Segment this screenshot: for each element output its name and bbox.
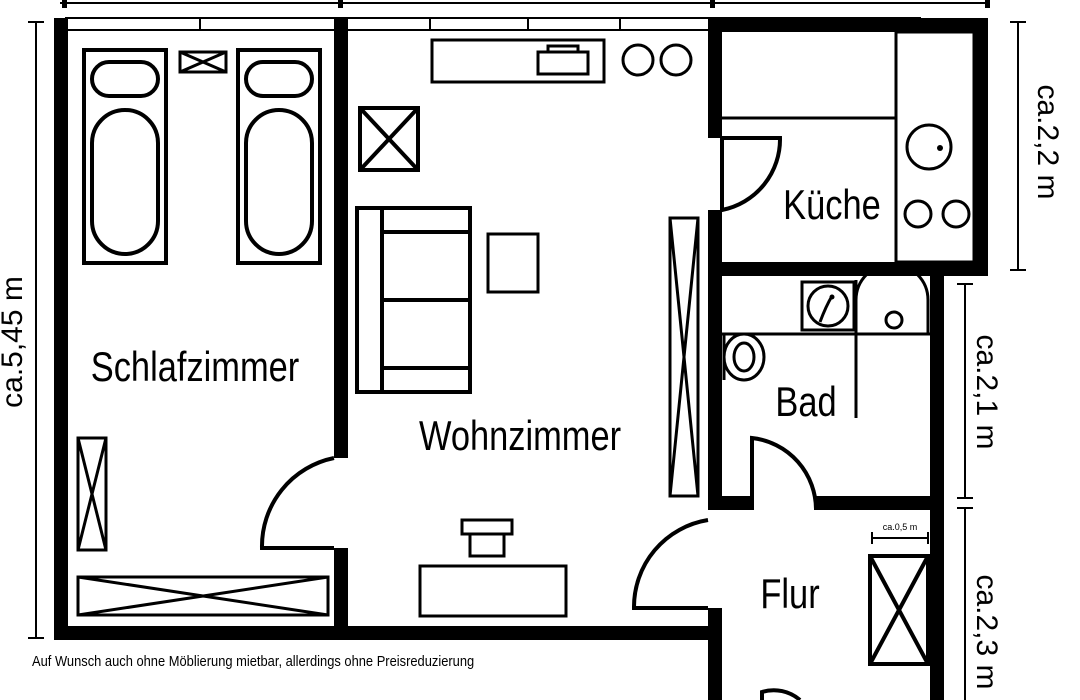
kitchen-furniture [722,30,976,264]
footnote: Auf Wunsch auch ohne Möblierung mietbar,… [32,653,475,670]
bedroom-furniture [76,48,330,617]
walls [54,18,988,700]
room-label-schlafzimmer: Schlafzimmer [91,344,300,391]
room-label-kueche: Küche [783,182,881,229]
room-label-wohnzimmer: Wohnzimmer [419,413,621,460]
top-dimension-line [60,0,990,8]
doors [259,136,819,700]
room-label-bad: Bad [775,379,836,426]
room-label-flur: Flur [760,571,819,618]
dimension-label-bath: ca.2,1 m [970,334,1003,449]
dimension-label-kitchen: ca.2,2 m [1031,84,1064,199]
living-furniture [355,38,700,618]
dimension-label-cabinet: ca.0,5 m [883,522,918,532]
dimension-label-hall: ca.2,3 m [970,574,1003,689]
bath-furniture [722,262,930,418]
dimension-label-left: ca.5,45 m [0,276,29,408]
hall-furniture [868,532,930,666]
right-dimension-lines [957,21,1026,700]
cabinet-dimension-line [871,532,929,544]
left-dimension-line [28,21,44,639]
